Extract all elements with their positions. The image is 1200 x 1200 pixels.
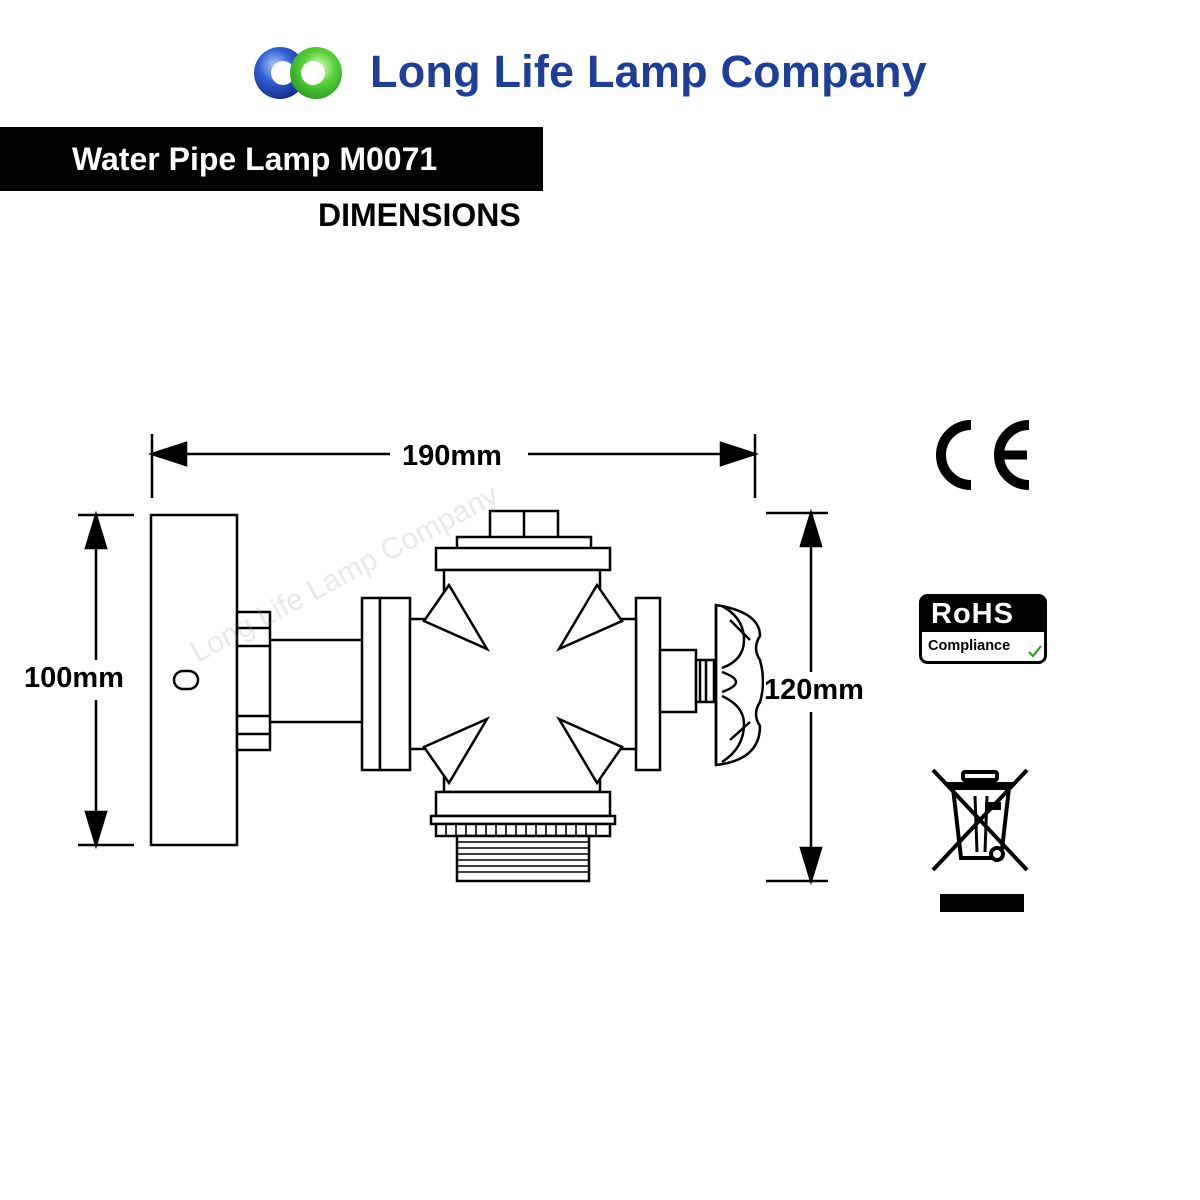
brand-name: Long Life Lamp Company xyxy=(370,46,927,97)
crossed-out-wheelie-bin-icon xyxy=(931,768,1029,912)
width-label: 190mm xyxy=(394,440,510,473)
section-label: DIMENSIONS xyxy=(318,197,521,233)
lamp-height-dimension-line xyxy=(766,508,828,886)
wall-plate-height-dimension-line xyxy=(78,510,134,850)
wall-plate-height-label: 100mm xyxy=(24,662,124,695)
ce-mark-icon xyxy=(936,420,1030,490)
lamp-outline xyxy=(149,509,765,883)
lamp-height-label: 120mm xyxy=(764,674,864,707)
rohs-badge-icon xyxy=(919,594,1047,664)
rohs-title: RoHS xyxy=(931,598,1014,630)
width-dimension-line xyxy=(147,434,760,498)
brand-logo-icon xyxy=(254,47,342,99)
title-bar xyxy=(0,127,543,191)
product-title: Water Pipe Lamp M0071 xyxy=(72,141,438,177)
rohs-subtitle: Compliance xyxy=(928,638,1011,654)
